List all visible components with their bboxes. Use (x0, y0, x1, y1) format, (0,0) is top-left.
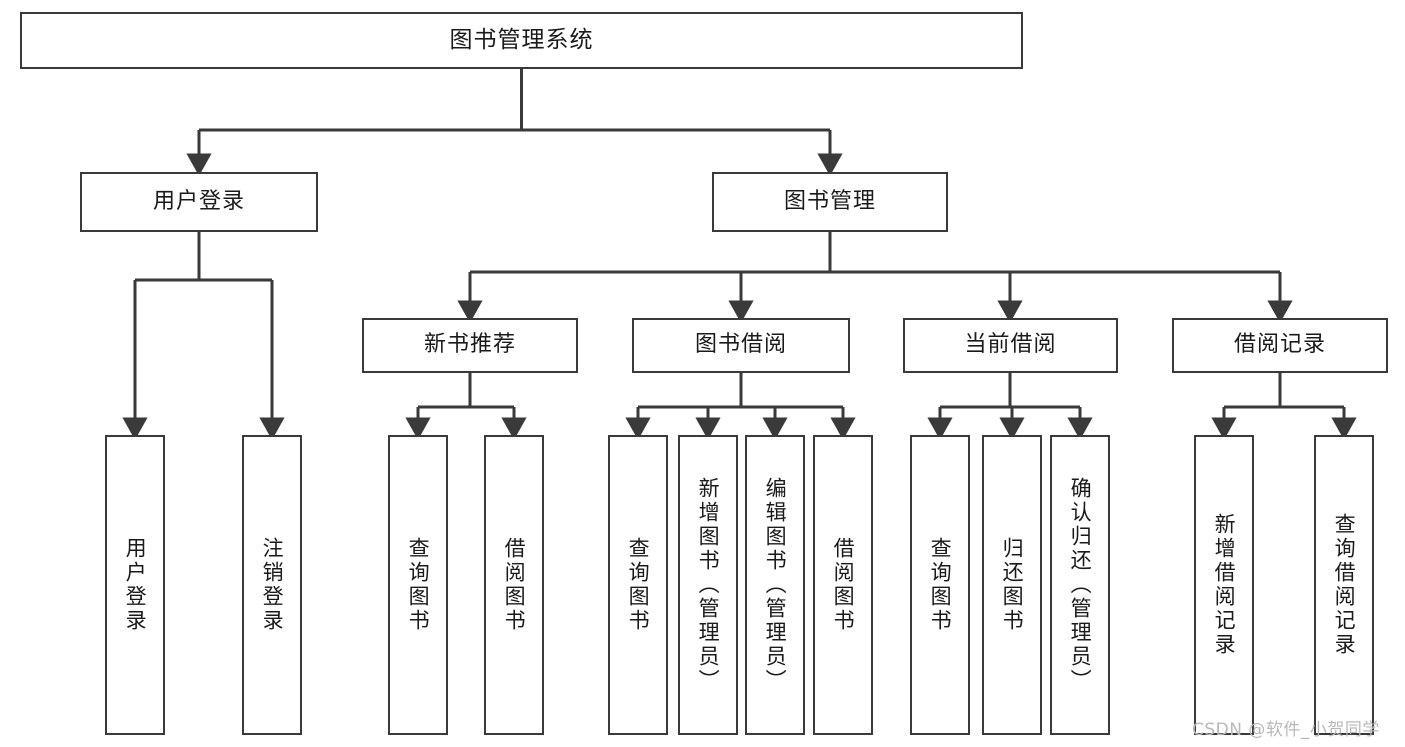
node-current-borrow[interactable]: 当前借阅 (903, 318, 1118, 373)
csdn-watermark: CSDN @软件_小贺同学 (1192, 720, 1380, 740)
leaf-query-book-3-label: 查询图书 (928, 537, 953, 633)
leaf-add-book[interactable]: 新增图书（管理员） (678, 435, 738, 735)
node-borrow-record-label: 借阅记录 (1233, 332, 1326, 358)
leaf-borrow-book-1-label: 借阅图书 (502, 537, 527, 633)
leaf-query-book-1[interactable]: 查询图书 (388, 435, 448, 735)
node-book-borrow[interactable]: 图书借阅 (632, 318, 850, 373)
leaf-edit-book-label: 编辑图书（管理员） (763, 477, 788, 693)
node-user-login[interactable]: 用户登录 (80, 172, 318, 232)
leaf-add-book-label: 新增图书（管理员） (696, 477, 721, 693)
leaf-return-book[interactable]: 归还图书 (982, 435, 1042, 735)
node-current-borrow-label: 当前借阅 (964, 332, 1057, 358)
node-user-login-label: 用户登录 (152, 188, 245, 214)
leaf-return-book-label: 归还图书 (1000, 537, 1025, 633)
leaf-query-record[interactable]: 查询借阅记录 (1314, 435, 1374, 735)
node-root[interactable]: 图书管理系统 (20, 12, 1023, 69)
leaf-add-record-label: 新增借阅记录 (1212, 513, 1237, 657)
leaf-user-login[interactable]: 用户登录 (105, 435, 165, 735)
leaf-query-record-label: 查询借阅记录 (1332, 513, 1357, 657)
leaf-query-book-2[interactable]: 查询图书 (608, 435, 668, 735)
leaf-borrow-book-2-label: 借阅图书 (831, 537, 856, 633)
leaf-query-book-1-label: 查询图书 (406, 537, 431, 633)
leaf-confirm-return[interactable]: 确认归还（管理员） (1050, 435, 1110, 735)
node-book-management-label: 图书管理 (783, 188, 876, 214)
leaf-add-record[interactable]: 新增借阅记录 (1194, 435, 1254, 735)
leaf-edit-book[interactable]: 编辑图书（管理员） (745, 435, 805, 735)
leaf-user-login-label: 用户登录 (123, 537, 148, 633)
node-root-label: 图书管理系统 (449, 26, 594, 53)
node-new-book-recommend[interactable]: 新书推荐 (362, 318, 578, 373)
node-book-management[interactable]: 图书管理 (712, 172, 948, 232)
leaf-borrow-book-1[interactable]: 借阅图书 (484, 435, 544, 735)
leaf-logout[interactable]: 注销登录 (242, 435, 302, 735)
node-book-borrow-label: 图书借阅 (694, 332, 787, 358)
node-borrow-record[interactable]: 借阅记录 (1172, 318, 1388, 373)
leaf-confirm-return-label: 确认归还（管理员） (1068, 477, 1093, 693)
leaf-query-book-2-label: 查询图书 (626, 537, 651, 633)
leaf-borrow-book-2[interactable]: 借阅图书 (813, 435, 873, 735)
node-new-book-recommend-label: 新书推荐 (423, 332, 516, 358)
leaf-logout-label: 注销登录 (260, 537, 285, 633)
leaf-query-book-3[interactable]: 查询图书 (910, 435, 970, 735)
